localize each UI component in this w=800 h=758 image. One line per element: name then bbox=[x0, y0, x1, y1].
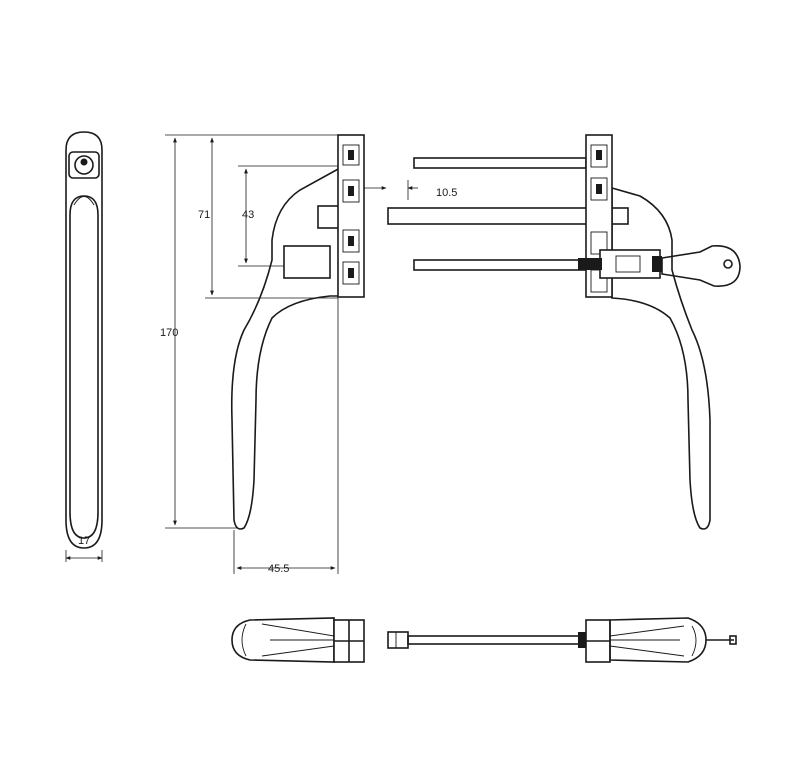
upper-height-label: 71 bbox=[198, 209, 210, 221]
overall-height-dimension: 170 bbox=[160, 134, 338, 529]
width-label: 17 bbox=[78, 535, 90, 547]
projection-label: 45.5 bbox=[268, 563, 289, 575]
projection-dimension: 45.5 bbox=[233, 298, 339, 575]
overall-height-label: 170 bbox=[160, 327, 178, 339]
key bbox=[661, 245, 741, 287]
side-view bbox=[230, 134, 365, 530]
section-view bbox=[387, 134, 711, 530]
gap-label: 10.5 bbox=[436, 187, 457, 199]
gap-dimension: 10.5 bbox=[364, 180, 457, 200]
width-dimension: 17 bbox=[65, 535, 103, 562]
spindle-spacing-dimension: 43 bbox=[238, 165, 338, 267]
spindle-spacing-label: 43 bbox=[242, 209, 254, 221]
bottom-view-left bbox=[231, 617, 365, 663]
front-view bbox=[65, 131, 103, 549]
bottom-view-right bbox=[387, 617, 737, 663]
upper-height-dimension: 71 bbox=[198, 137, 338, 299]
